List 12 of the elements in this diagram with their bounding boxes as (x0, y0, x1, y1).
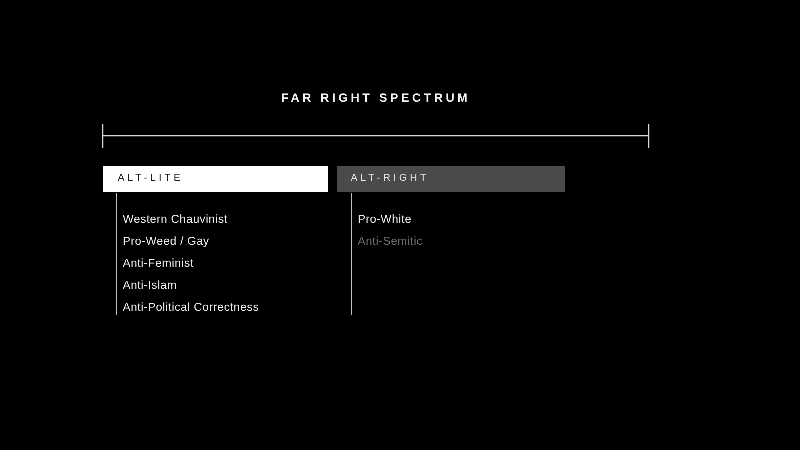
trait-label: Pro-White (358, 213, 412, 227)
diagram-title: FAR RIGHT SPECTRUM (280, 90, 472, 106)
trait-label: Anti-Islam (123, 279, 178, 293)
category-heading: ALT-LITE (118, 172, 184, 186)
category-header-bar (103, 166, 328, 192)
trait-label: Pro-Weed / Gay (123, 235, 210, 249)
category-header-bar (337, 166, 565, 192)
trait-label: Anti-Political Correctness (123, 301, 260, 315)
trait-label: Anti-Feminist (123, 257, 194, 271)
trait-label: Western Chauvinist (123, 213, 228, 227)
category-heading: ALT-RIGHT (351, 172, 430, 186)
trait-label: Anti-Semitic (358, 235, 423, 249)
